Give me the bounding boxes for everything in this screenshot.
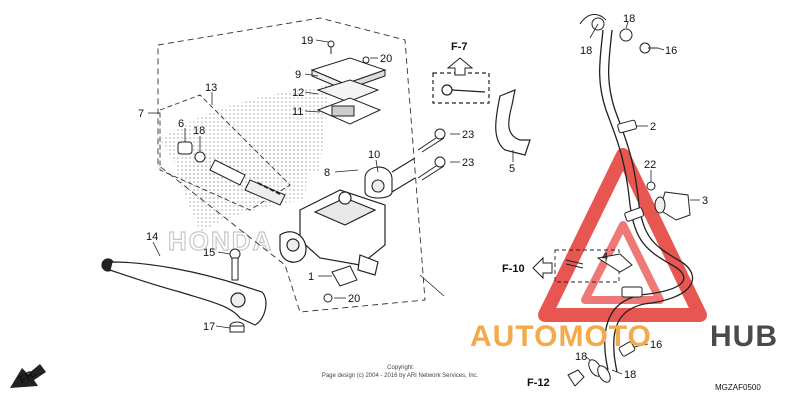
callout-21: 20 (348, 293, 360, 305)
callout-19: 18 (193, 125, 205, 137)
callout-13: 13 (205, 82, 217, 94)
watermark-left: AUTOMOTO (470, 320, 652, 353)
brake-lever-14 (101, 258, 267, 326)
callout-3: 3 (702, 195, 708, 207)
callout-17: 17 (203, 321, 215, 333)
callout-22: 22 (644, 159, 656, 171)
callout-2: 2 (650, 121, 656, 133)
master-cylinder-body (279, 189, 386, 276)
honda-logo-text: HONDA (168, 226, 273, 256)
callout-numbers: 19 20 9 12 11 7 13 6 18 10 8 23 23 14 15… (138, 13, 708, 381)
f10-parts (565, 253, 633, 273)
ref-f7: F-7 (451, 41, 468, 53)
brake-switch-1 (323, 265, 358, 303)
ref-f10: F-10 (502, 263, 525, 275)
callout-7: 7 (138, 108, 144, 120)
nut-17 (229, 321, 245, 333)
bolt-23-upper (417, 128, 446, 153)
callout-12: 12 (292, 87, 304, 99)
diagram-code: MGZAF0500 (715, 383, 761, 392)
f7-arrow (446, 57, 474, 76)
callout-4: 4 (602, 251, 608, 263)
watermark-right: HUB (710, 320, 778, 353)
ref-f12: F-12 (527, 377, 550, 389)
hose-guide-3 (646, 181, 691, 221)
callout-20-a: 19 (301, 35, 313, 47)
callout-18-c: 18 (575, 351, 587, 363)
callout-23-a: 23 (462, 129, 474, 141)
lower-fittings (588, 341, 636, 383)
callout-5: 5 (509, 163, 515, 175)
leader-lines (148, 21, 700, 375)
lever-bolt-15 (229, 248, 241, 281)
clamp-10 (364, 157, 416, 199)
callout-14: 14 (146, 231, 158, 243)
callout-11: 11 (292, 106, 303, 118)
callout-15: 15 (203, 247, 215, 259)
brake-hose (598, 29, 694, 373)
hose-bracket-5 (432, 72, 531, 156)
callout-16-a: 16 (665, 45, 677, 57)
reservoir-cap-group (310, 40, 387, 125)
callout-18-a: 18 (580, 45, 592, 57)
f12-arrow (567, 369, 585, 387)
fr-direction-arrow: FR. (10, 364, 46, 388)
bolt-23-lower (417, 156, 446, 181)
callout-23-b: 23 (462, 157, 474, 169)
copyright-line1: Copyright (387, 365, 413, 371)
callout-20-b: 20 (380, 53, 392, 65)
copyright-line2: Page design (c) 2004 - 2016 by ARI Netwo… (322, 373, 479, 379)
watermark-text: AUTOMOTO HUB (470, 320, 778, 353)
callout-18-b: 18 (623, 13, 635, 25)
callout-6: 6 (178, 118, 184, 130)
callout-9: 9 (295, 69, 301, 81)
honda-wing-logo: HONDA (160, 85, 330, 257)
callout-1: 1 (308, 271, 314, 283)
callout-18-d: 18 (624, 369, 636, 381)
f10-arrow (532, 256, 553, 280)
callout-16-b: 16 (650, 339, 662, 351)
callout-8: 8 (324, 167, 330, 179)
assembly-boundary-7 (157, 17, 426, 313)
callout-10: 10 (368, 149, 380, 161)
piston-kit-parts (177, 141, 286, 206)
